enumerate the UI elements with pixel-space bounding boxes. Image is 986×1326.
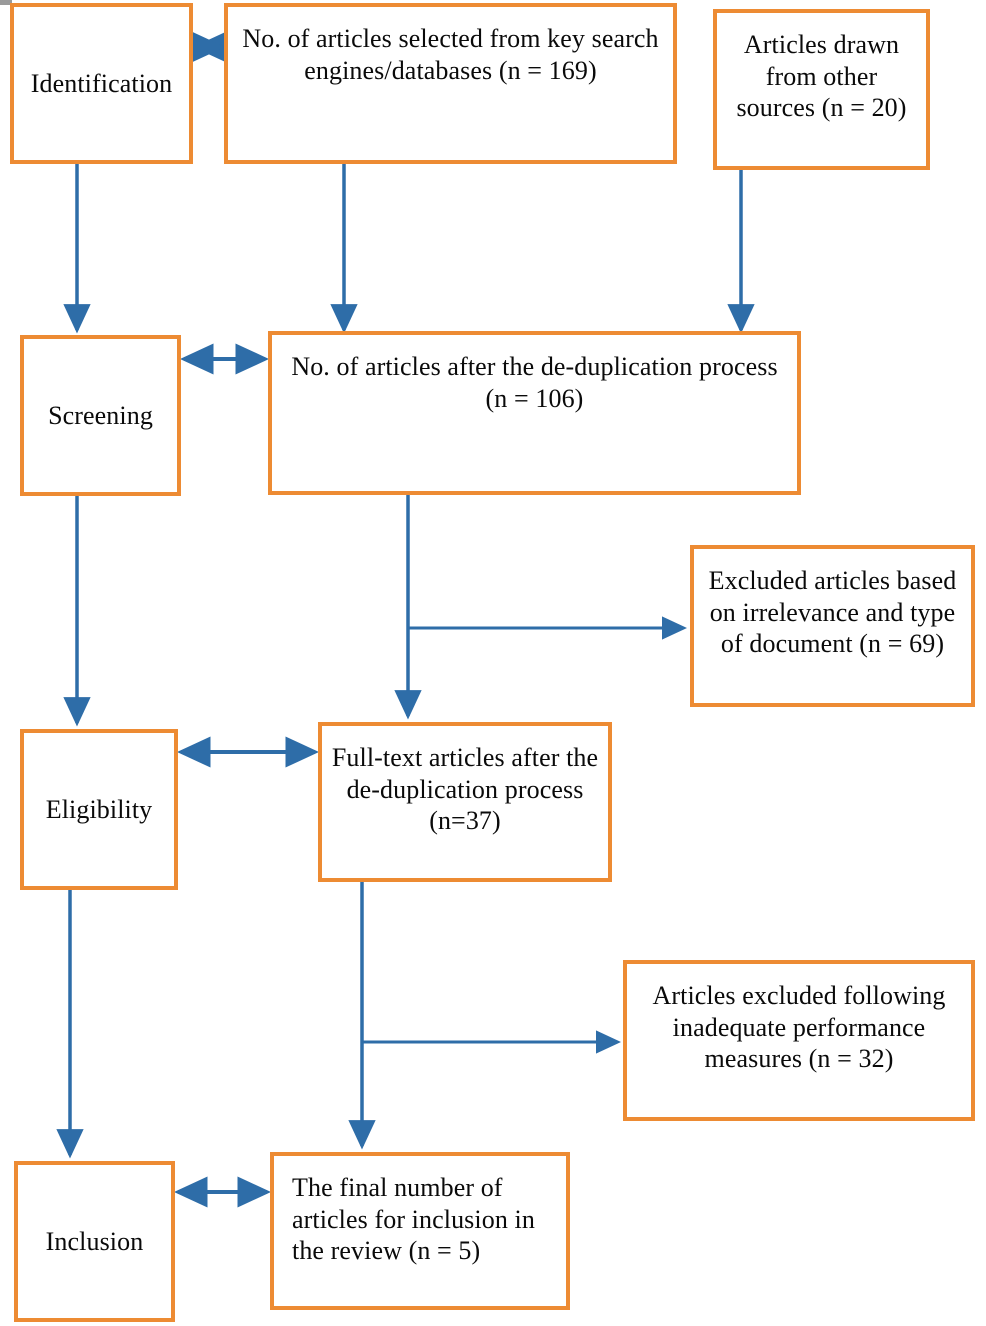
box-other-sources[interactable]: Articles drawn from other sources (n = 2… (713, 9, 930, 170)
box-label-after-dedup: No. of articles after the de-duplication… (291, 352, 778, 413)
stage-box-identification[interactable]: Identification (10, 3, 193, 164)
box-search-engines[interactable]: No. of articles selected from key search… (224, 3, 677, 164)
box-label-excluded-performance: Articles excluded following inadequate p… (652, 981, 946, 1074)
box-final-included[interactable]: The final number of articles for inclusi… (270, 1152, 570, 1310)
box-excluded-performance[interactable]: Articles excluded following inadequate p… (623, 960, 975, 1121)
box-label-excluded-irrelevance: Excluded articles based on irrelevance a… (708, 566, 957, 659)
box-label-final-included: The final number of articles for inclusi… (292, 1173, 535, 1266)
stage-box-inclusion[interactable]: Inclusion (14, 1161, 175, 1322)
box-label-other-sources: Articles drawn from other sources (n = 2… (736, 30, 907, 123)
page-corner-mark (0, 0, 12, 5)
box-excluded-irrelevance[interactable]: Excluded articles based on irrelevance a… (690, 545, 975, 707)
stage-box-eligibility[interactable]: Eligibility (20, 729, 178, 890)
box-after-dedup[interactable]: No. of articles after the de-duplication… (268, 331, 801, 495)
box-fulltext-after-dedup[interactable]: Full-text articles after the de-duplicat… (318, 722, 612, 882)
box-label-fulltext-after-dedup: Full-text articles after the de-duplicat… (331, 743, 599, 836)
stage-label-identification: Identification (30, 68, 173, 98)
stage-box-screening[interactable]: Screening (20, 335, 181, 496)
stage-label-eligibility: Eligibility (45, 794, 153, 824)
stage-label-screening: Screening (48, 400, 153, 430)
box-label-search-engines: No. of articles selected from key search… (242, 24, 659, 85)
stage-label-inclusion: Inclusion (45, 1226, 144, 1256)
